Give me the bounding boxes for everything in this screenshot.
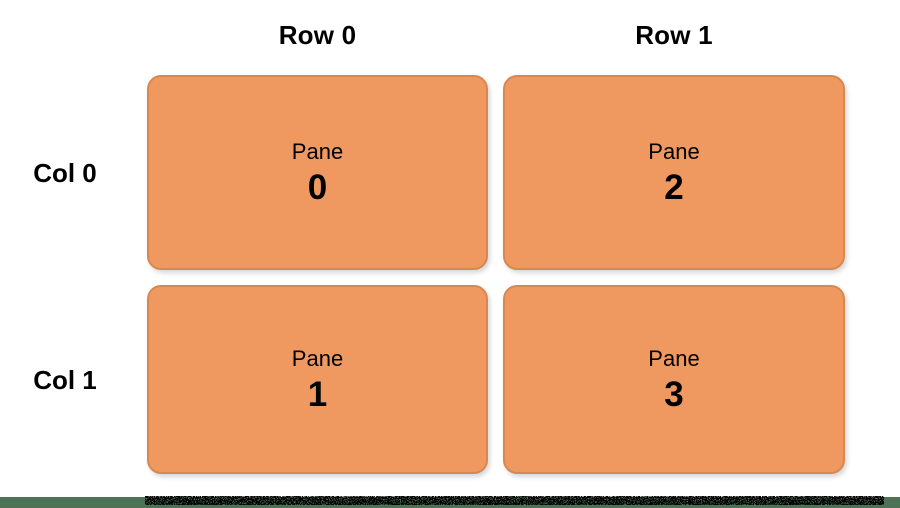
pane-3: Pane 3: [503, 285, 845, 474]
row-header-col-1: Col 1: [33, 365, 97, 395]
row-header-col-0: Col 0: [33, 158, 97, 188]
pane-title: Pane: [648, 345, 700, 371]
pane-0: Pane 0: [147, 75, 488, 270]
noise-artifact-band: [145, 496, 884, 505]
pane-title: Pane: [291, 138, 344, 164]
pane-number: 3: [664, 374, 684, 414]
pane-1: Pane 1: [147, 285, 488, 474]
column-header-row-0: Row 0: [278, 20, 357, 50]
pane-2: Pane 2: [503, 75, 845, 270]
pane-title: Pane: [291, 345, 344, 371]
pane-title: Pane: [648, 138, 700, 164]
column-header-row-1: Row 1: [635, 20, 713, 50]
pane-number: 0: [307, 167, 328, 207]
pane-number: 1: [307, 374, 328, 414]
pane-number: 2: [664, 167, 684, 207]
